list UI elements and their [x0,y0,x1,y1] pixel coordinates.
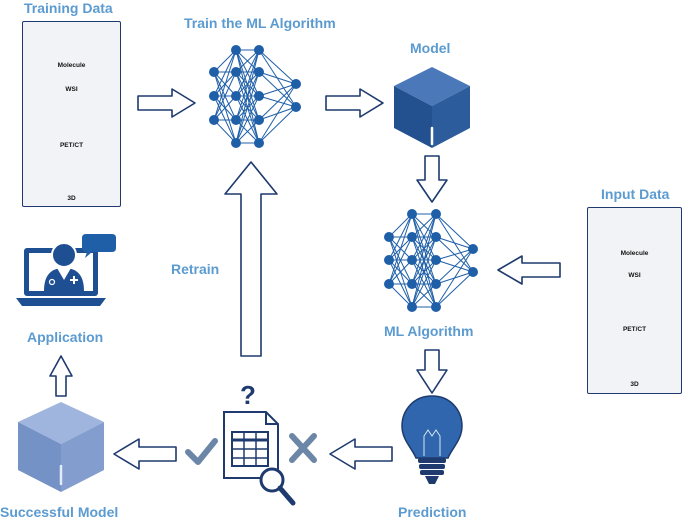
successful-model-label: Successful Model [0,504,119,520]
neuron-node [209,91,219,101]
arrow-results-to-successful [113,438,177,470]
neuron-node [231,67,241,77]
input-item-label: 3D [630,381,639,388]
neural-network-ml-icon [384,209,478,312]
evaluation-document-icon: ? [223,380,296,506]
neuron-node [254,115,264,125]
lightbulb-icon [401,395,463,484]
neuron-node [431,255,441,265]
input-data-panel [587,207,682,394]
neuron-node [407,279,417,289]
input-item-label: WSI [628,272,641,279]
neuron-node [431,232,441,242]
neuron-node [231,91,241,101]
model-label: Model [410,40,451,56]
ml-algorithm-label: ML Algorithm [384,323,474,339]
neuron-node [431,279,441,289]
neuron-node [291,102,301,112]
svg-text:?: ? [240,380,256,410]
training-item-label: WSI [65,86,78,93]
application-label: Application [27,329,104,345]
arrow-training-to-train [137,88,196,118]
neuron-node [254,67,264,77]
neuron-node [407,302,417,312]
arrow-successful-to-application [49,355,73,397]
training-item-labels: Molecule WSI PET/CT 3D [22,21,121,207]
neuron-node [209,67,219,77]
neuron-node [254,45,264,55]
arrow-prediction-to-results [329,438,393,470]
application-laptop-icon [16,234,116,306]
input-data-title: Input Data [601,186,670,202]
neuron-node [407,209,417,219]
neuron-node [254,138,264,148]
training-item-label: Molecule [57,62,86,69]
neuron-node [431,209,441,219]
neuron-node [431,302,441,312]
neural-network-train-icon [209,45,301,148]
arrow-input-to-ml [497,255,561,285]
neuron-node [384,279,394,289]
training-data-panel [22,21,121,207]
cross-icon [289,433,317,463]
check-icon [185,438,218,465]
prediction-label: Prediction [398,504,467,520]
successful-model-cube-icon [18,402,104,492]
training-data-title: Training Data [24,0,113,16]
model-cube-icon [394,67,470,148]
training-item-label: 3D [67,195,76,202]
training-item-label: PET/CT [59,142,84,149]
arrow-model-to-ml [416,155,448,203]
neuron-node [468,244,478,254]
neuron-node [231,45,241,55]
neuron-node [384,232,394,242]
input-item-labels: Molecule WSI PET/CT 3D [587,207,682,394]
arrow-train-to-model [325,88,384,118]
neuron-node [407,255,417,265]
neuron-node [254,91,264,101]
neuron-node [407,232,417,242]
neuron-node [209,115,219,125]
neuron-node [291,79,301,89]
arrow-retrain [224,161,278,357]
input-item-label: Molecule [620,250,649,257]
neuron-node [231,115,241,125]
retrain-label: Retrain [171,261,220,277]
arrow-ml-to-prediction [416,349,448,394]
neuron-node [231,138,241,148]
neuron-node [384,255,394,265]
neuron-node [468,267,478,277]
train-algorithm-label: Train the ML Algorithm [184,15,336,31]
input-item-label: PET/CT [622,326,647,333]
